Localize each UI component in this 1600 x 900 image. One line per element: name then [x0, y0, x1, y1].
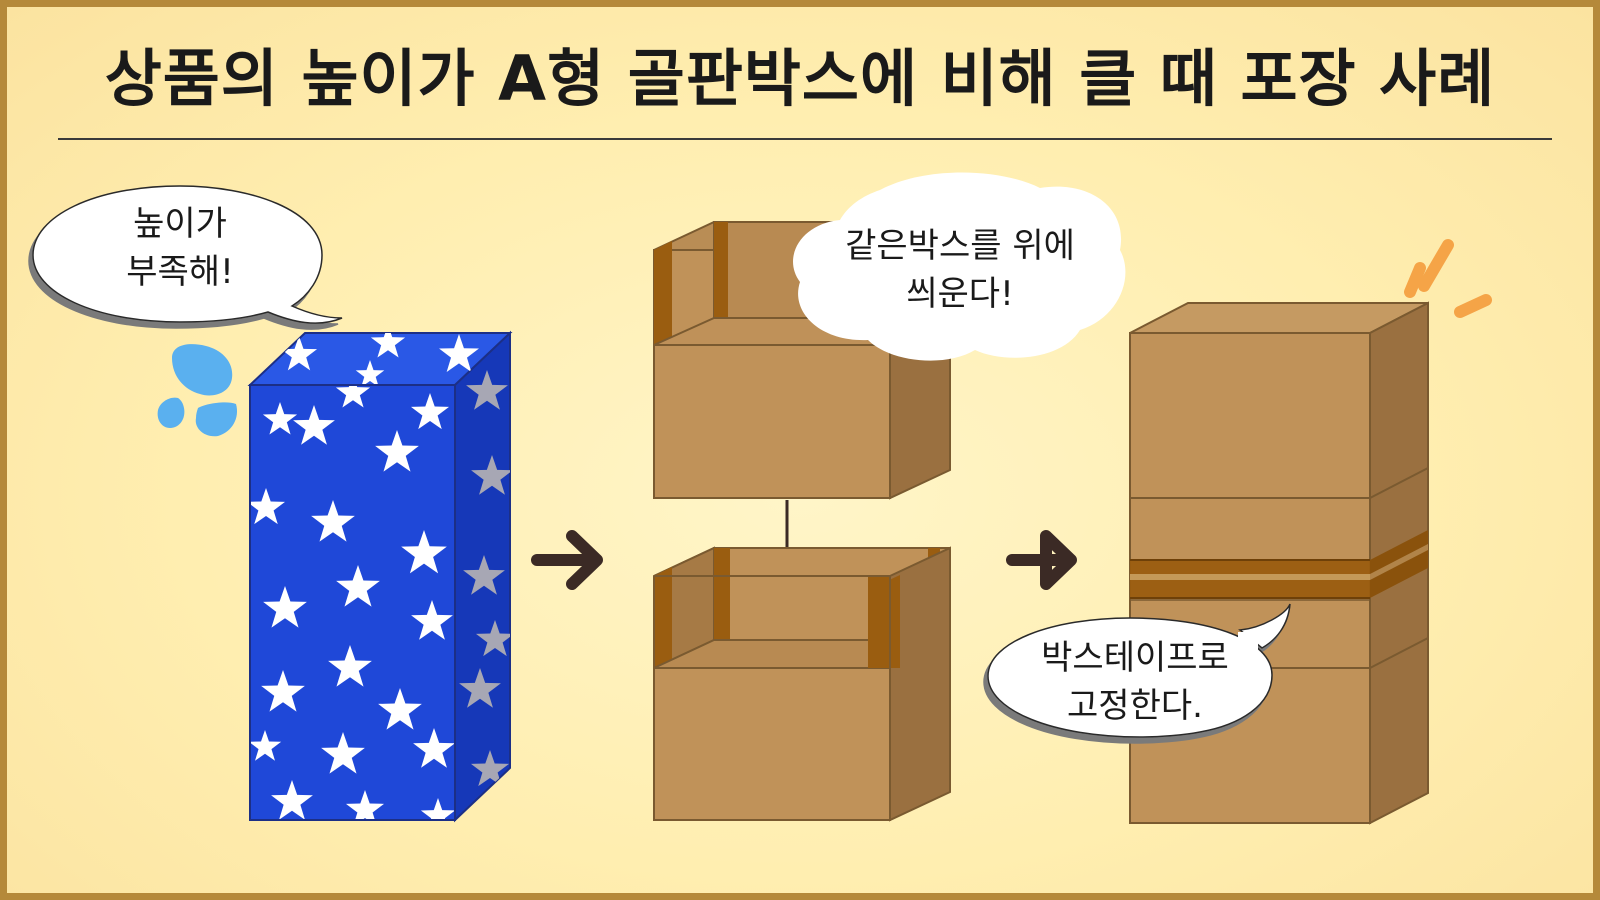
- bubble-2-text: 같은박스를 위에 씌운다!: [800, 222, 1120, 318]
- speech-bubble-1: [32, 185, 343, 324]
- title-divider: [58, 138, 1552, 140]
- bubble-3-text: 박스테이프로 고정한다.: [1000, 634, 1270, 730]
- bubble-2-line-1: 같은박스를 위에: [845, 226, 1075, 266]
- bottom-cardboard-box: [653, 546, 951, 822]
- right-arrow-icon: [531, 530, 603, 590]
- right-arrow-icon: [1006, 530, 1077, 590]
- bubble-3-line-1: 박스테이프로: [1041, 638, 1229, 678]
- bubble-1-text: 높이가 부족해!: [80, 200, 280, 296]
- page-title: 상품의 높이가 A형 골판박스에 비해 클 때 포장 사례: [104, 42, 1496, 115]
- bubble-1-line-1: 높이가: [133, 204, 227, 244]
- speech-bubble-2: [793, 172, 1126, 361]
- sweat-drops-icon: [157, 344, 238, 437]
- taped-tall-box: [1129, 301, 1429, 825]
- bubble-2-line-2: 씌운다!: [906, 274, 1014, 314]
- bubble-1-line-2: 부족해!: [126, 252, 234, 292]
- bubble-3-line-2: 고정한다.: [1067, 686, 1203, 726]
- emphasis-lines-icon: [1404, 239, 1492, 318]
- speech-bubble-3: [987, 603, 1291, 738]
- gift-wrapped-product: [247, 330, 513, 823]
